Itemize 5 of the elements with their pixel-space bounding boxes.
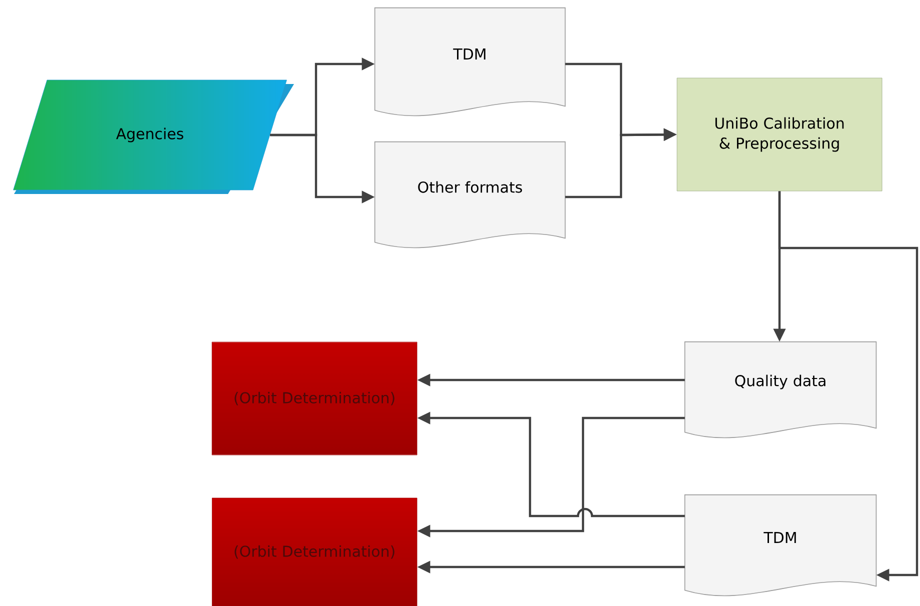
process-box: UniBo Calibration & Preprocessing (676, 78, 882, 192)
arrow (778, 191, 918, 582)
data-parallelogram: Agencies (13, 80, 294, 194)
process-box: (Orbit Determination) (212, 498, 418, 606)
process-box: (Orbit Determination) (212, 342, 418, 456)
